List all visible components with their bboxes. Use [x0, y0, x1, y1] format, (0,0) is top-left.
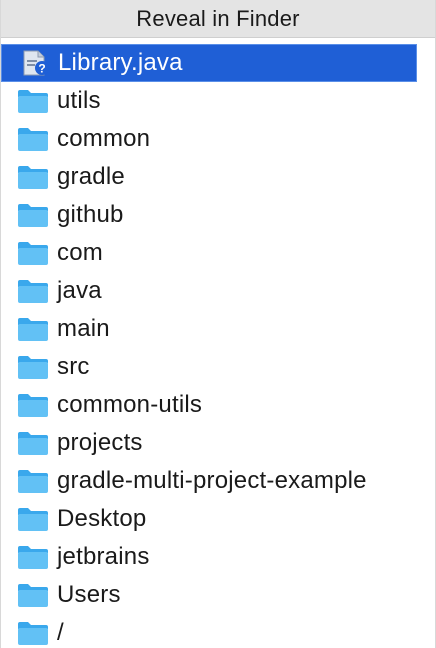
list-item-label: src — [57, 353, 90, 380]
list-item-label: gradle — [57, 163, 125, 190]
list-item-root[interactable]: / — [1, 614, 435, 648]
list-item-jetbrains[interactable]: jetbrains — [1, 538, 435, 576]
list-item-github[interactable]: github — [1, 196, 435, 234]
folder-icon — [18, 546, 48, 569]
folder-icon — [18, 394, 48, 417]
list-item-label: jetbrains — [57, 543, 150, 570]
folder-icon — [18, 90, 48, 113]
list-item-java[interactable]: java — [1, 272, 435, 310]
folder-icon — [18, 166, 48, 189]
list-item-label: Library.java — [58, 49, 183, 76]
folder-icon — [18, 242, 48, 265]
list-item-label: java — [57, 277, 102, 304]
java-file-icon: ? — [23, 50, 49, 76]
list-item-label: Users — [57, 581, 121, 608]
svg-text:?: ? — [38, 62, 45, 76]
list-item-library-java[interactable]: ? Library.java — [1, 44, 417, 82]
list-item-com[interactable]: com — [1, 234, 435, 272]
list-item-label: projects — [57, 429, 143, 456]
folder-icon — [18, 470, 48, 493]
list-item-label: com — [57, 239, 103, 266]
path-list: ? Library.java utils common gradle githu… — [1, 44, 435, 648]
list-item-users[interactable]: Users — [1, 576, 435, 614]
folder-icon — [18, 318, 48, 341]
popup-title: Reveal in Finder — [136, 5, 300, 31]
list-item-label: common-utils — [57, 391, 203, 418]
list-item-common-utils[interactable]: common-utils — [1, 386, 435, 424]
folder-icon — [18, 584, 48, 607]
folder-icon — [18, 356, 48, 379]
list-item-common[interactable]: common — [1, 120, 435, 158]
list-item-label: github — [57, 201, 124, 228]
list-item-label: common — [57, 125, 151, 152]
list-item-label: gradle-multi-project-example — [57, 467, 367, 494]
popup-title-bar: Reveal in Finder — [1, 0, 435, 38]
folder-icon — [18, 128, 48, 151]
list-item-main[interactable]: main — [1, 310, 435, 348]
folder-icon — [18, 280, 48, 303]
list-item-src[interactable]: src — [1, 348, 435, 386]
folder-icon — [18, 622, 48, 645]
list-item-utils[interactable]: utils — [1, 82, 435, 120]
folder-icon — [18, 432, 48, 455]
list-item-projects[interactable]: projects — [1, 424, 435, 462]
list-item-gradle[interactable]: gradle — [1, 158, 435, 196]
folder-icon — [18, 508, 48, 531]
list-item-label: / — [57, 619, 64, 646]
list-item-desktop[interactable]: Desktop — [1, 500, 435, 538]
list-item-label: Desktop — [57, 505, 147, 532]
folder-icon — [18, 204, 48, 227]
list-item-label: main — [57, 315, 110, 342]
list-item-gradle-multi-project-example[interactable]: gradle-multi-project-example — [1, 462, 435, 500]
list-item-label: utils — [57, 87, 101, 114]
